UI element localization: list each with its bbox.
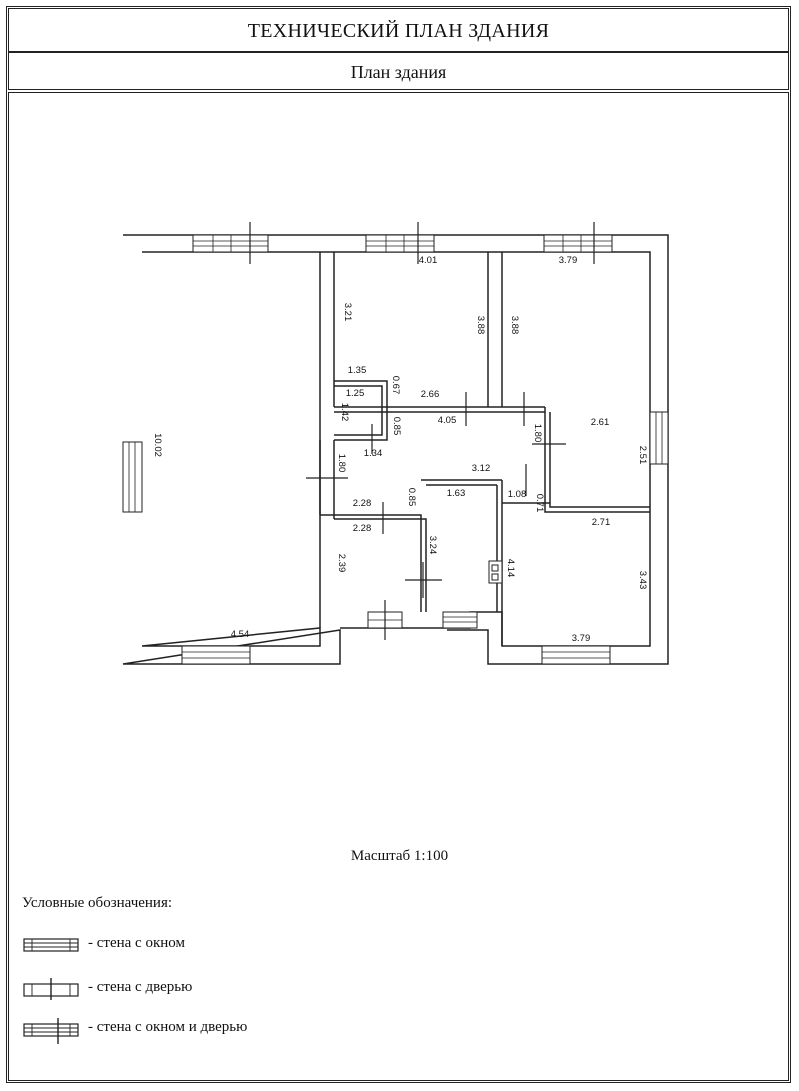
dim-bath-top: 2.66	[421, 389, 440, 400]
dim-boiler-side: 0.71	[534, 494, 545, 513]
outer-wall	[122, 234, 669, 665]
dim-closet-door-side: 0.85	[391, 417, 402, 436]
dim-bottom-right-width: 2.71	[592, 517, 611, 528]
dim-closet-inner: 1.25	[346, 388, 365, 399]
dim-boiler-width: 1.08	[508, 489, 527, 500]
document-subtitle: План здания	[8, 52, 789, 90]
legend-label-window: - стена с окном	[88, 935, 185, 951]
window-bottom-entrance	[442, 611, 478, 629]
dim-top-right-left-height: 3.88	[509, 316, 520, 335]
dim-left-room-width: 4.54	[231, 629, 250, 640]
window-right	[649, 411, 669, 465]
dim-bottom-right-bottom: 3.79	[572, 633, 591, 644]
dim-bottom-right-left: 4.14	[505, 559, 516, 578]
dim-wc-side: 0.85	[406, 488, 417, 507]
dim-mid-right-height: 2.51	[637, 446, 648, 465]
partition-hall-left	[319, 440, 335, 519]
dim-top-right-width: 3.79	[559, 255, 578, 266]
legend-item-window-door: - стена с окном и дверью	[22, 1018, 422, 1044]
partition-top-row-bottom	[334, 406, 545, 413]
dim-left-room-height: 10.02	[152, 433, 163, 457]
dim-hall-left-height: 1.80	[336, 454, 347, 473]
document-title: ТЕХНИЧЕСКИЙ ПЛАН ЗДАНИЯ	[8, 8, 789, 52]
dim-closet-height: 1.42	[339, 403, 350, 422]
dim-hall-width: 3.12	[472, 463, 491, 474]
dim-wc-top: 2.28	[353, 498, 372, 509]
legend-item-window: - стена с окном	[22, 934, 422, 954]
window-bottom-right	[541, 645, 611, 665]
dim-hall-left-width: 1.34	[364, 448, 383, 459]
window-bottom-left	[181, 645, 251, 665]
dim-hall-top: 4.05	[438, 415, 457, 426]
dim-top-middle-width: 4.01	[419, 255, 438, 266]
legend-label-window-door: - стена с окном и дверью	[88, 1019, 248, 1035]
inner-wall-contour	[141, 251, 651, 647]
window-top-middle	[365, 234, 435, 253]
scale-label: Масштаб 1:100	[350, 848, 449, 864]
door-corridor	[405, 562, 442, 598]
dim-mid-right-width: 2.61	[591, 417, 610, 428]
dim-corridor-width: 1.63	[447, 488, 466, 499]
dim-wc-height: 2.39	[336, 554, 347, 573]
wall-window-symbol	[23, 938, 79, 952]
legend-label-door: - стена с дверью	[88, 979, 193, 995]
window-top-right	[543, 234, 613, 253]
dim-closet-right: 0.67	[390, 376, 401, 395]
drawing-frame	[8, 92, 789, 1081]
dim-top-middle-right-height: 3.88	[475, 316, 486, 335]
wall-door-symbol	[23, 978, 79, 1000]
wall-window-door-symbol	[23, 1018, 79, 1044]
dim-hall-right-height: 1.80	[532, 424, 543, 443]
dim-bottom-right-height: 3.43	[637, 571, 648, 590]
partition-left-room	[319, 252, 335, 628]
legend-title: Условные обозначения:	[22, 895, 173, 911]
window-top-left	[192, 234, 269, 253]
outer-frame	[6, 6, 791, 1083]
dim-corridor-height: 3.24	[427, 536, 438, 555]
dim-closet-top: 1.35	[348, 365, 367, 376]
partition-hall-bottom	[320, 479, 502, 612]
dim-top-middle-left-height: 3.21	[342, 303, 353, 322]
dim-wc-width: 2.28	[353, 523, 372, 534]
partition-top-middle	[487, 252, 503, 407]
legend-item-door: - стена с дверью	[22, 978, 422, 1000]
partition-closet	[334, 380, 388, 441]
window-left	[122, 441, 143, 513]
